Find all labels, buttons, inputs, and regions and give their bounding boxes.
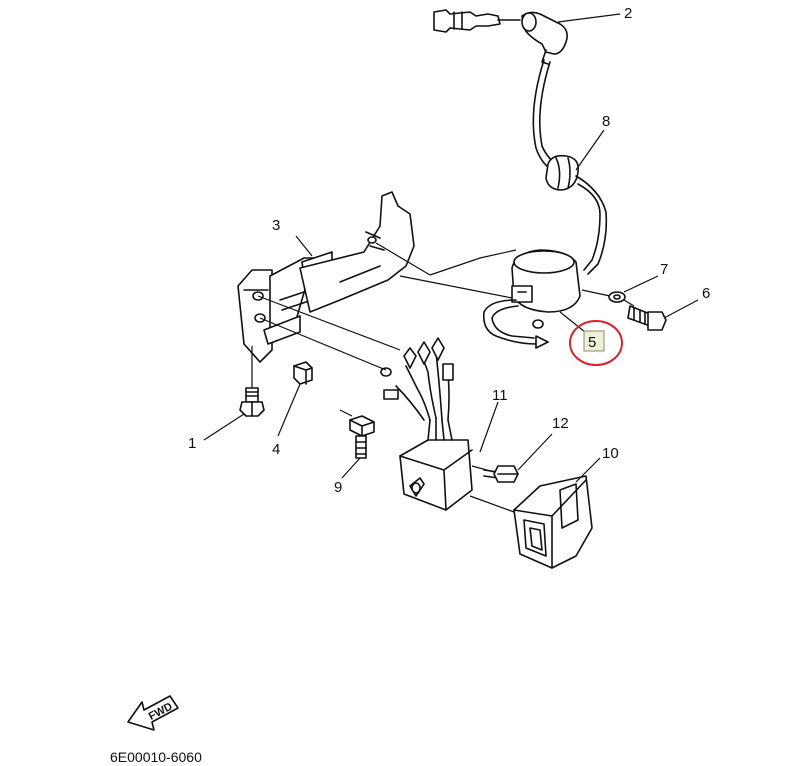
- highlight-ring: [569, 320, 623, 366]
- callout-10[interactable]: 10: [602, 445, 619, 462]
- callout-2[interactable]: 2: [624, 5, 632, 22]
- callout-1[interactable]: 1: [188, 435, 196, 452]
- selected-callout-5[interactable]: 5: [569, 320, 623, 366]
- spark-plug-cap-part[interactable]: [433, 9, 568, 65]
- cdi-bolt-part[interactable]: [349, 415, 375, 459]
- selected-callout-box: [583, 330, 605, 352]
- fwd-arrow-icon: FWD: [127, 695, 179, 731]
- callout-leaders: [203, 13, 699, 483]
- bracket-plate-part[interactable]: [237, 191, 415, 363]
- callout-8[interactable]: 8: [602, 113, 610, 130]
- cdi-unit-part[interactable]: [399, 417, 473, 511]
- callout-9[interactable]: 9: [334, 479, 342, 496]
- spacer-part[interactable]: [293, 361, 313, 385]
- cdi-screw-part[interactable]: [483, 465, 519, 483]
- diagram-code: 6E00010-6060: [110, 749, 202, 765]
- assembly-lines: [251, 275, 635, 513]
- callout-5[interactable]: 5: [588, 334, 596, 351]
- bracket-bolt-part[interactable]: [239, 387, 265, 417]
- cdi-cover-part[interactable]: [513, 475, 593, 569]
- cdi-wire-harness: [380, 337, 454, 421]
- high-tension-cord: [532, 59, 557, 173]
- washer-part[interactable]: [608, 291, 626, 303]
- callout-4[interactable]: 4: [272, 441, 280, 458]
- coil-bolt-part[interactable]: [627, 305, 667, 331]
- callout-12[interactable]: 12: [552, 415, 569, 432]
- cord-grommet-part[interactable]: [545, 154, 580, 191]
- callout-3[interactable]: 3: [272, 217, 280, 234]
- callout-6[interactable]: 6: [702, 285, 710, 302]
- callout-7[interactable]: 7: [660, 261, 668, 278]
- fwd-label: FWD: [147, 701, 175, 723]
- ignition-coil-part[interactable]: [482, 249, 581, 349]
- callout-11[interactable]: 11: [492, 387, 508, 404]
